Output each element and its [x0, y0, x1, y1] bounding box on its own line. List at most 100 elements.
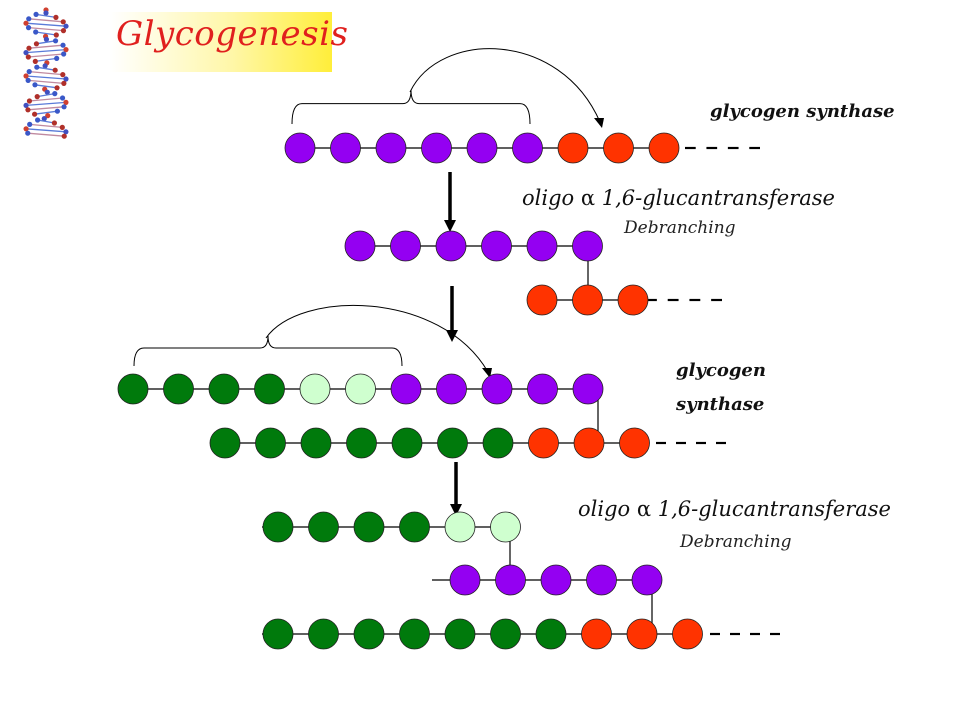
glucose-unit-red	[672, 618, 703, 650]
dna-node	[33, 11, 39, 17]
label-debranching-2: Debranching	[680, 532, 792, 552]
dna-rung	[29, 97, 63, 102]
dna-node	[51, 120, 58, 126]
dna-node	[32, 82, 38, 88]
dna-node	[63, 47, 69, 53]
glucose-unit-red	[572, 284, 603, 316]
dna-node	[34, 64, 40, 70]
dna-rung	[27, 132, 65, 137]
glucose-unit-dark-green	[399, 511, 430, 543]
glucose-unit-light-green	[444, 511, 476, 543]
dna-node	[61, 133, 67, 139]
glucose-unit-light-green	[299, 373, 331, 405]
glucose-unit-dark-green	[209, 427, 241, 459]
glucose-unit-red	[619, 427, 650, 459]
glucose-unit-dark-green	[308, 618, 339, 650]
dna-node	[42, 63, 48, 69]
glucose-unit-dark-green	[346, 427, 377, 459]
glucose-unit-light-green	[345, 373, 376, 405]
dna-node	[63, 23, 69, 29]
glucose-unit-dark-green	[117, 373, 149, 405]
glucose-unit-purple	[449, 564, 481, 596]
dna-node	[26, 16, 32, 22]
dna-node	[60, 28, 67, 34]
glucose-unit-purple	[481, 230, 512, 262]
glucose-unit-dark-green	[262, 511, 294, 543]
dna-node	[60, 72, 66, 78]
dna-node	[32, 111, 38, 117]
glucose-unit-dark-green	[399, 618, 430, 650]
alpha-symbol: α	[580, 186, 596, 210]
glucose-unit-purple	[481, 373, 513, 405]
transferase-2-prefix: oligo	[578, 497, 631, 521]
transfer-arrow-curve	[409, 48, 601, 123]
dna-rung	[36, 66, 56, 71]
dna-node	[23, 126, 29, 132]
dna-rung	[37, 119, 55, 124]
glucose-unit-red	[557, 132, 589, 164]
dna-node	[26, 69, 32, 75]
dna-rung	[29, 70, 63, 76]
dna-node	[52, 38, 59, 44]
glucose-unit-purple	[330, 132, 361, 164]
dna-rung	[28, 18, 64, 23]
dna-node	[53, 32, 59, 38]
dna-node	[23, 20, 29, 26]
dna-rung	[34, 110, 58, 115]
dna-node	[60, 19, 66, 25]
glucose-unit-purple	[390, 230, 421, 262]
glucose-unit-red	[626, 618, 658, 650]
dna-node	[23, 73, 29, 79]
dna-node	[33, 29, 39, 35]
alpha-symbol: α	[636, 497, 652, 521]
dna-node	[52, 67, 58, 73]
dna-node	[43, 10, 49, 16]
dna-rung	[37, 92, 55, 98]
dna-helix-icon	[23, 7, 69, 139]
glucose-unit-purple	[512, 132, 543, 164]
glucose-unit-purple	[495, 564, 526, 596]
label-transferase-2: oligo α 1,6-glucantransferase	[578, 497, 891, 521]
glucose-unit-dark-green	[308, 511, 339, 543]
glucose-unit-dark-green	[535, 618, 567, 650]
glucose-unit-dark-green	[482, 427, 514, 459]
dna-rung	[27, 106, 65, 111]
transfer-annotations	[133, 48, 604, 516]
glucose-unit-purple	[435, 230, 467, 262]
dna-node	[34, 94, 40, 100]
dna-node	[53, 14, 59, 20]
transfer-brace-1	[291, 89, 531, 125]
dna-node	[61, 104, 67, 110]
dna-rung	[25, 75, 67, 80]
dna-node	[23, 50, 29, 56]
glucose-unit-dark-green	[353, 618, 385, 650]
glucose-unit-purple	[586, 564, 617, 596]
dna-node	[61, 80, 67, 86]
dna-rung	[29, 123, 63, 129]
page-title: Glycogenesis	[116, 14, 349, 54]
title-highlight	[110, 12, 332, 72]
glucose-unit-red	[581, 618, 612, 650]
glucose-unit-dark-green	[163, 373, 194, 405]
glucose-unit-light-green	[490, 511, 521, 543]
dna-node	[59, 95, 66, 101]
glucose-unit-purple	[421, 132, 452, 164]
dna-node	[26, 45, 32, 51]
glucose-unit-dark-green	[391, 427, 423, 459]
glucose-unit-purple	[466, 132, 498, 164]
transfer-arrow-head	[594, 118, 604, 128]
label-glycogen-synthase-2-line2: synthase	[676, 394, 765, 415]
glucose-unit-dark-green	[255, 427, 286, 459]
dna-node	[25, 25, 32, 31]
transferase-1-prefix: oligo	[522, 186, 575, 210]
dna-node	[61, 51, 67, 57]
dna-node	[25, 130, 31, 136]
step-arrow-head	[444, 220, 456, 232]
glucose-unit-dark-green	[444, 618, 476, 650]
step-arrow-head	[450, 504, 462, 516]
dna-node	[25, 107, 31, 113]
glucose-unit-dark-green	[300, 427, 332, 459]
glucose-unit-dark-green	[437, 427, 468, 459]
dna-node	[59, 124, 65, 130]
dna-node	[34, 117, 41, 123]
